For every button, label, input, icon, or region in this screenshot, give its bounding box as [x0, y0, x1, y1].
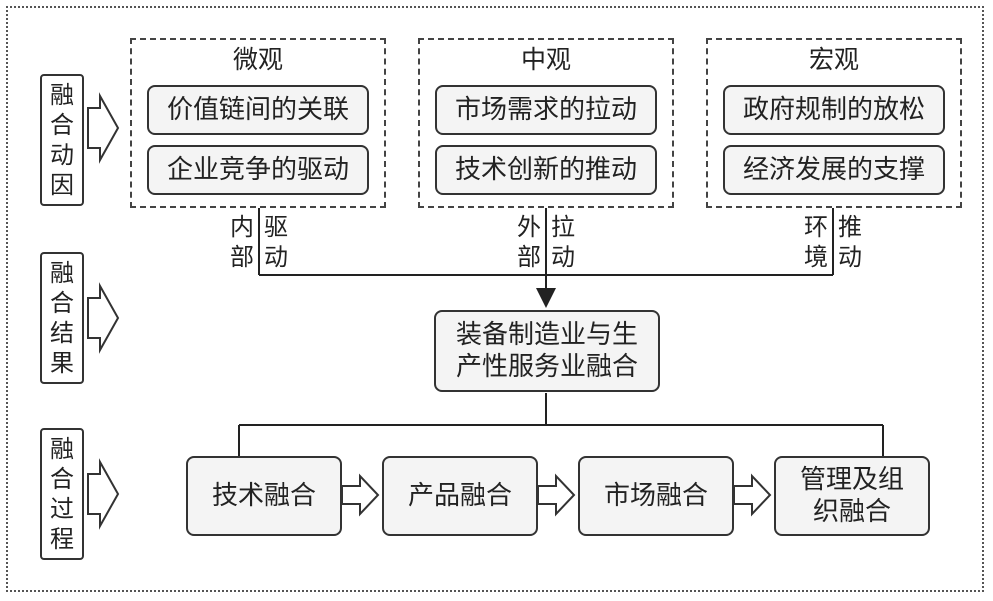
- process-step-market: 市场融合: [578, 456, 734, 536]
- force-char: 内: [230, 213, 254, 241]
- step-arrow-3: [733, 473, 772, 517]
- micro-force-text: 内部驱动: [228, 212, 290, 276]
- meso-title: 中观: [520, 45, 571, 74]
- process-step-product: 产品融合: [382, 456, 538, 536]
- macro-item-economic-support: 经济发展的支撑: [723, 145, 945, 195]
- result-line-2: 产性服务业融合: [455, 352, 638, 382]
- force-char: 环: [804, 213, 828, 241]
- micro-group: [130, 38, 386, 208]
- outer-frame: [6, 6, 984, 592]
- macro-item-deregulation: 政府规制的放松: [723, 85, 945, 135]
- process-block-arrow: [87, 458, 120, 530]
- micro-item-competition: 企业竞争的驱动: [147, 145, 369, 195]
- meso-force-text: 外部拉动: [515, 212, 577, 276]
- meso-item-tech-innovation: 技术创新的推动: [435, 145, 657, 195]
- meso-force-label: 外部拉动: [515, 212, 577, 276]
- process-step-management: 管理及组织融合: [774, 456, 930, 536]
- result-box: 装备制造业与生 产性服务业融合: [434, 310, 660, 392]
- stage-result: 融合结果: [40, 252, 84, 384]
- result-line-1: 装备制造业与生: [455, 320, 638, 350]
- stage-result-label: 融合结果: [50, 259, 74, 377]
- force-char: 驱: [264, 213, 288, 241]
- micro-force-label: 内部驱动: [228, 212, 290, 276]
- force-char: 动: [264, 243, 288, 271]
- step-arrow-2: [537, 473, 576, 517]
- drivers-block-arrow: [87, 92, 120, 164]
- macro-group: [706, 38, 962, 208]
- force-char: 境: [804, 243, 828, 271]
- micro-item-value-chain: 价值链间的关联: [147, 85, 369, 135]
- macro-force-text: 环境推动: [802, 212, 864, 276]
- meso-group: [418, 38, 674, 208]
- force-char: 拉: [551, 213, 575, 241]
- force-char: 部: [230, 243, 254, 271]
- force-char: 外: [517, 213, 541, 241]
- macro-force-label: 环境推动: [802, 212, 864, 276]
- force-char: 部: [517, 243, 541, 271]
- force-char: 动: [838, 243, 862, 271]
- macro-title: 宏观: [808, 45, 859, 74]
- stage-process: 融合过程: [40, 428, 84, 560]
- result-block-arrow: [87, 282, 120, 354]
- stage-drivers: 融合动因: [40, 74, 84, 206]
- meso-item-market-demand: 市场需求的拉动: [435, 85, 657, 135]
- process-step-tech: 技术融合: [186, 456, 342, 536]
- micro-title: 微观: [232, 45, 283, 74]
- stage-process-label: 融合过程: [50, 435, 74, 553]
- step-arrow-1: [341, 473, 380, 517]
- force-char: 推: [838, 213, 862, 241]
- stage-drivers-label: 融合动因: [50, 81, 74, 199]
- force-char: 动: [551, 243, 575, 271]
